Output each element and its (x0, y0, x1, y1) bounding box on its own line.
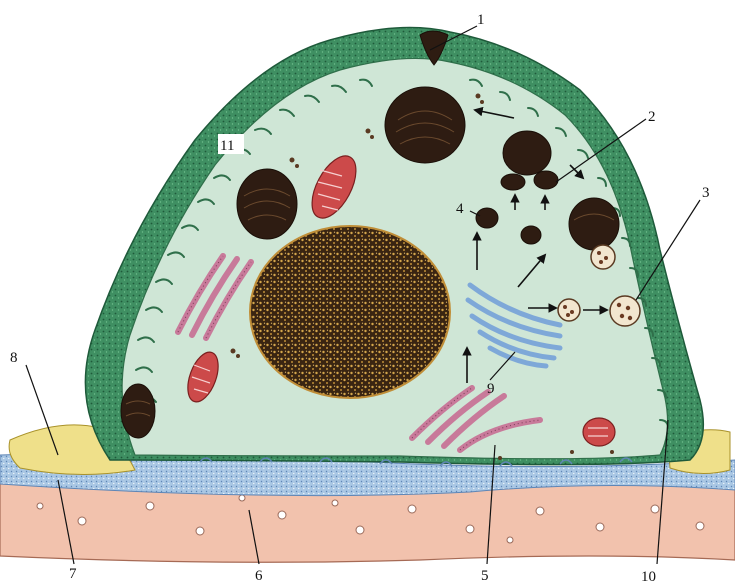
label-6: 6 (255, 568, 263, 584)
label-7: 7 (69, 566, 77, 582)
nucleus-icon (250, 226, 450, 398)
label-10: 10 (641, 569, 656, 584)
label-2: 2 (648, 109, 656, 125)
label-3: 3 (702, 185, 710, 201)
label-5: 5 (481, 568, 489, 584)
label-4: 4 (456, 201, 464, 217)
label-8: 8 (10, 350, 18, 366)
label-1: 1 (477, 12, 485, 28)
label-9: 9 (487, 381, 495, 397)
label-11: 11 (220, 138, 234, 154)
